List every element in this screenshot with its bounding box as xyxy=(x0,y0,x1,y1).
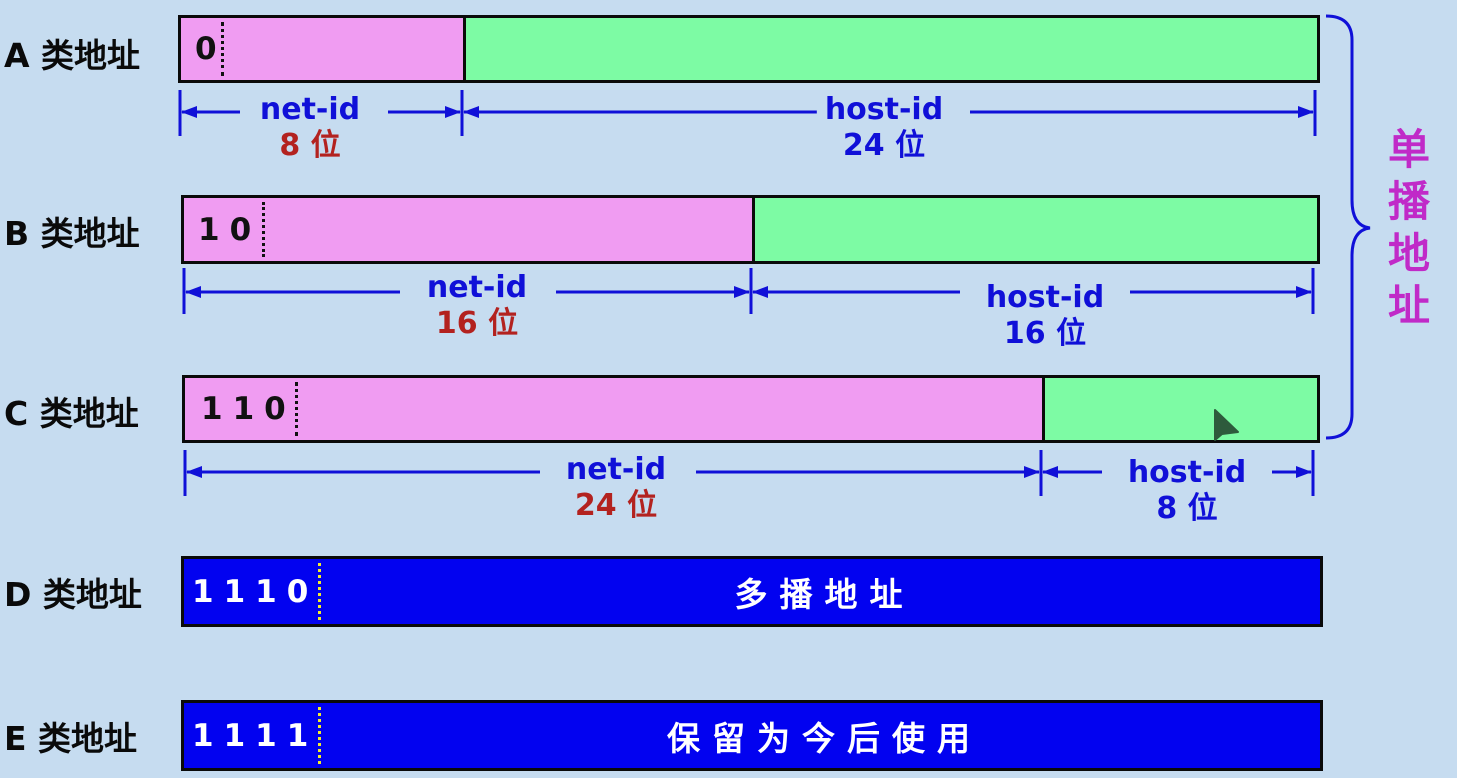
class-e-label: E 类地址 xyxy=(4,719,138,758)
unicast-char-1: 单 xyxy=(1387,125,1430,174)
class-c-bar: 110 xyxy=(182,375,1320,443)
class-a-label: A 类地址 xyxy=(4,36,141,75)
class-e-bar: 1111 保留为今后使用 xyxy=(181,700,1323,771)
class-a-host-segment xyxy=(463,18,1317,80)
class-a-bar: 0 xyxy=(178,15,1320,83)
unicast-char-2: 播 xyxy=(1387,177,1430,226)
class-c-net-size: 24 位 xyxy=(574,488,658,523)
class-c-host-label: host-id 8 位 xyxy=(1119,455,1255,527)
class-a-net-label: net-id 8 位 xyxy=(251,92,369,164)
class-c-net-label: net-id 24 位 xyxy=(557,452,675,524)
class-a-leading-bits: 0 xyxy=(195,31,227,67)
class-d-label: D 类地址 xyxy=(4,575,142,614)
class-a-host-size: 24 位 xyxy=(842,128,926,163)
class-e-leading-bits: 1111 xyxy=(192,717,319,754)
class-c-leading-bits: 110 xyxy=(201,391,296,427)
class-b-host-label: host-id 16 位 xyxy=(977,280,1113,352)
class-b-net-segment xyxy=(184,198,752,261)
mouse-cursor-icon xyxy=(1214,409,1239,441)
unicast-brace xyxy=(1325,14,1371,440)
class-c-label: C 类地址 xyxy=(4,394,139,433)
class-a-bit-divider xyxy=(221,22,224,76)
class-e-bit-divider xyxy=(318,707,321,764)
unicast-label: 单 播 地 址 xyxy=(1384,124,1434,332)
class-b-label: B 类地址 xyxy=(4,214,140,253)
class-c-host-size: 8 位 xyxy=(1156,491,1218,526)
class-d-bar: 1110 多播地址 xyxy=(181,556,1323,627)
class-c-net-name: net-id xyxy=(565,452,667,487)
class-b-host-size: 16 位 xyxy=(1003,316,1087,351)
class-c-net-segment xyxy=(185,378,1042,440)
class-b-bar: 10 xyxy=(181,195,1320,264)
class-d-leading-bits: 1110 xyxy=(192,573,319,610)
class-a-net-segment xyxy=(181,18,463,80)
class-b-net-label: net-id 16 位 xyxy=(418,270,536,342)
class-e-description: 保留为今后使用 xyxy=(667,718,982,758)
class-a-host-name: host-id xyxy=(824,92,944,127)
class-b-host-name: host-id xyxy=(985,280,1105,315)
class-b-net-size: 16 位 xyxy=(435,306,519,341)
class-b-host-segment xyxy=(752,198,1317,261)
class-d-description: 多播地址 xyxy=(734,574,915,614)
class-c-host-name: host-id xyxy=(1127,455,1247,490)
class-b-leading-bits: 10 xyxy=(198,211,262,248)
class-d-bit-divider xyxy=(318,563,321,620)
class-a-host-label: host-id 24 位 xyxy=(816,92,952,164)
class-a-net-size: 8 位 xyxy=(279,128,341,163)
class-a-net-name: net-id xyxy=(259,92,361,127)
class-b-net-name: net-id xyxy=(426,270,528,305)
class-b-bit-divider xyxy=(262,202,265,257)
class-c-host-segment xyxy=(1042,378,1317,440)
class-c-bit-divider xyxy=(295,382,298,436)
unicast-char-3: 地 xyxy=(1387,229,1430,278)
unicast-char-4: 址 xyxy=(1387,281,1430,330)
